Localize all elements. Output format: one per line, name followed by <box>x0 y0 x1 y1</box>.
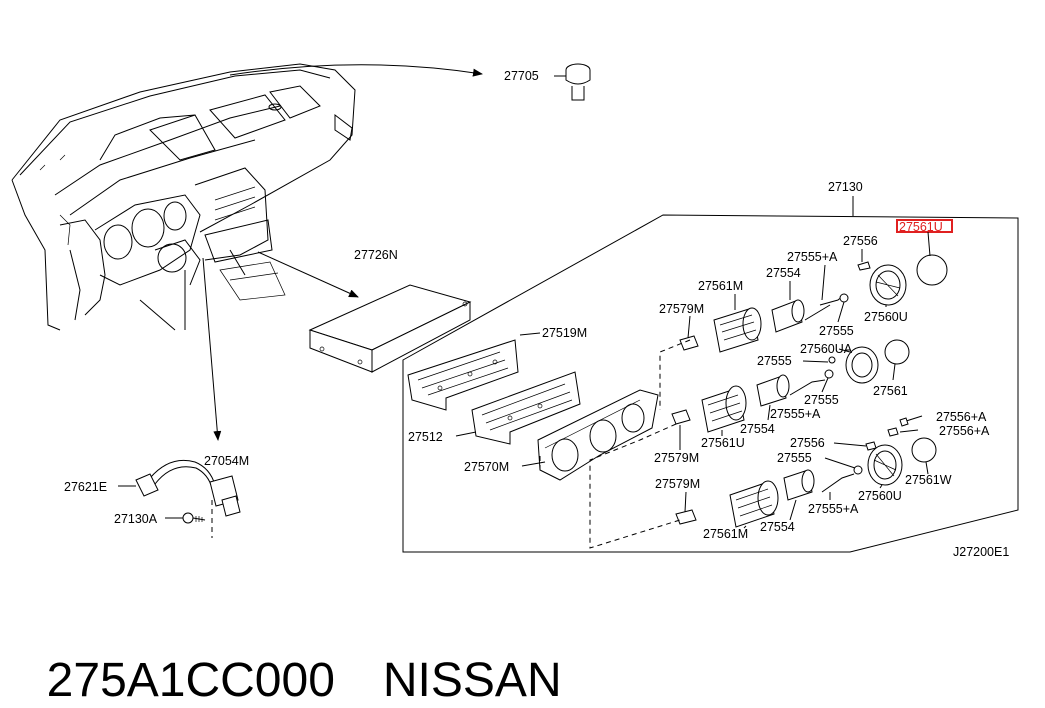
part-27512-board <box>471 371 581 445</box>
callout-27555-low: 27555 <box>777 451 812 465</box>
callout-27561W: 27561W <box>905 473 952 487</box>
callout-27554-top: 27554 <box>766 266 801 280</box>
callout-27519M: 27519M <box>542 326 587 340</box>
part-27570M-housing <box>537 389 659 481</box>
assembly-frame-27130 <box>402 196 1019 553</box>
callout-27130: 27130 <box>828 180 863 194</box>
callout-27556A-a: 27556+A <box>936 410 987 424</box>
callout-27555-mid-a: 27555 <box>757 354 792 368</box>
callout-27570M: 27570M <box>464 460 509 474</box>
callout-27561M-low: 27561M <box>703 527 748 541</box>
parts-diagram: 27705 27726N 27130 27561U <box>11 63 1019 559</box>
callout-27555A-mid: 27555+A <box>770 407 821 421</box>
callout-27556A-b: 27556+A <box>939 424 990 438</box>
callout-27621E: 27621E <box>64 480 107 494</box>
callout-27556-low: 27556 <box>790 436 825 450</box>
callout-27054M: 27054M <box>204 454 249 468</box>
callout-27560UA: 27560UA <box>800 342 853 356</box>
callout-27560U-low: 27560U <box>858 489 902 503</box>
callout-27579M-mid: 27579M <box>654 451 699 465</box>
callout-27512: 27512 <box>408 430 443 444</box>
callout-27705: 27705 <box>504 69 539 83</box>
callout-27560U-top: 27560U <box>864 310 908 324</box>
callout-27555-top: 27555 <box>819 324 854 338</box>
callout-27561: 27561 <box>873 384 908 398</box>
callout-27579M-top: 27579M <box>659 302 704 316</box>
callout-27555-mid-b: 27555 <box>804 393 839 407</box>
callout-27555A-low: 27555+A <box>808 502 859 516</box>
brand-name: NISSAN <box>382 654 562 707</box>
callout-27554-low: 27554 <box>760 520 795 534</box>
highlight-box-27561U <box>896 219 953 233</box>
part-27726N-control-unit <box>308 284 472 373</box>
callout-27130A: 27130A <box>114 512 158 526</box>
callout-27561M-top: 27561M <box>698 279 743 293</box>
dashboard-drawing <box>11 63 356 331</box>
caption: 275A1CC000 NISSAN <box>20 598 562 708</box>
callout-27556-top: 27556 <box>843 234 878 248</box>
callout-27561U-highlighted: 27561U <box>899 220 943 234</box>
dashboard-arrows <box>202 64 483 441</box>
part-27130A-screw <box>165 512 206 524</box>
callout-27555A-top: 27555+A <box>787 250 838 264</box>
gauge-row-top <box>679 231 948 353</box>
callout-27579M-low: 27579M <box>655 477 700 491</box>
part-27519M-board <box>407 339 519 411</box>
part-27705-clip <box>554 63 591 101</box>
callout-27561U-mid: 27561U <box>701 436 745 450</box>
callout-27726N: 27726N <box>354 248 398 262</box>
diagram-id: J27200E1 <box>953 545 1009 559</box>
part-27054M-27621E-harness <box>118 459 241 538</box>
gauge-row-middle <box>671 339 910 433</box>
part-number: 275A1CC000 <box>46 654 335 707</box>
dashed-leaders <box>539 339 691 549</box>
callout-27554-mid: 27554 <box>740 422 775 436</box>
gauge-row-lower <box>675 415 937 528</box>
